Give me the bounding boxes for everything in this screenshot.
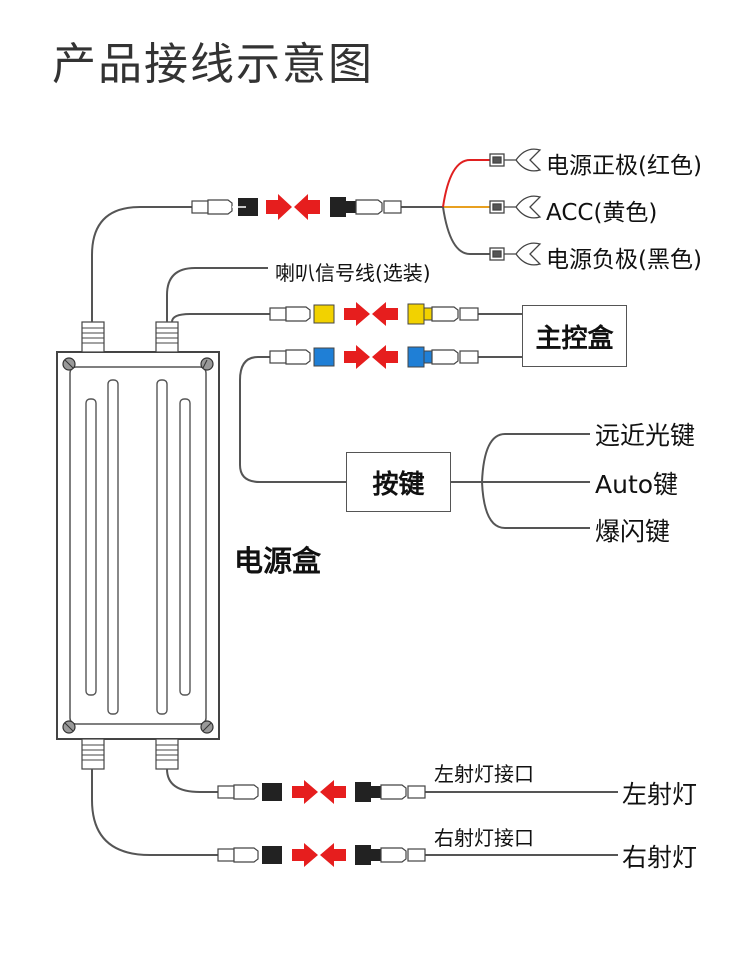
button-box-label: 按键: [372, 469, 425, 500]
wires: [91, 206, 618, 856]
main-control-box: 主控盒: [522, 305, 627, 367]
button-box: 按键: [346, 452, 451, 512]
acc-wire-label: ACC(黄色): [546, 200, 658, 226]
power-box: [56, 321, 220, 770]
button-function-high-low: 远近光键: [595, 421, 696, 450]
ring-terminal-icon: [489, 148, 542, 266]
connector-pair-right-lamp: [217, 845, 426, 865]
right-lamp-label: 右射灯: [622, 843, 698, 872]
negative-wire-label: 电源负极(黑色): [546, 247, 702, 273]
left-lamp-label: 左射灯: [622, 780, 698, 809]
button-function-strobe: 爆闪键: [595, 517, 671, 546]
connector-pair-blue: [269, 346, 479, 368]
page-title: 产品接线示意图: [52, 39, 374, 90]
horn-signal-label: 喇叭信号线(选装): [275, 261, 431, 285]
mating-arrows-icon: [266, 194, 398, 867]
screw-icon: [62, 357, 214, 734]
power-box-label: 电源盒: [234, 544, 322, 578]
right-lamp-port-label: 右射灯接口: [434, 826, 534, 850]
left-lamp-port-label: 左射灯接口: [434, 762, 534, 786]
connector-pair-power: [191, 197, 402, 217]
positive-wire-label: 电源正极(红色): [546, 153, 702, 179]
cable-gland-icon: [81, 321, 179, 770]
button-function-auto: Auto键: [595, 470, 679, 499]
connector-pair-left-lamp: [217, 782, 426, 802]
main-control-label: 主控盒: [535, 323, 614, 354]
connector-pair-yellow: [269, 303, 479, 325]
